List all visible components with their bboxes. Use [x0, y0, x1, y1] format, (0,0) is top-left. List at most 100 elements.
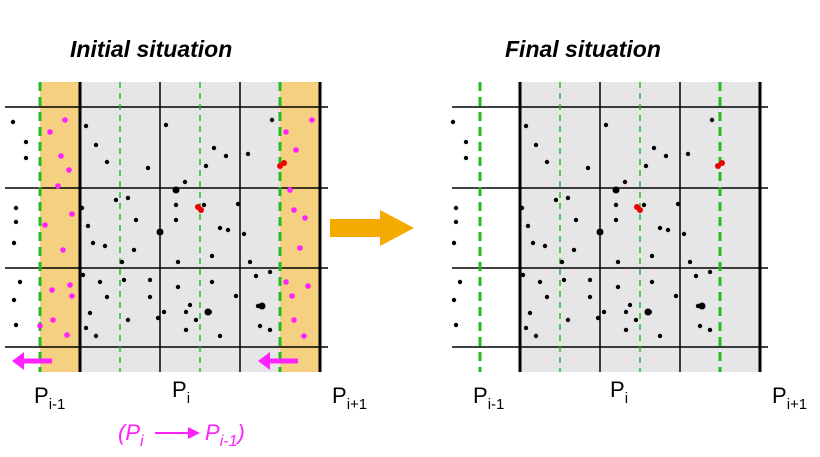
particle	[11, 297, 17, 303]
particle	[258, 302, 266, 310]
particle	[173, 202, 179, 208]
particle	[267, 327, 273, 333]
ghost-particle	[60, 247, 66, 253]
particle	[587, 294, 593, 300]
particle	[90, 240, 96, 246]
ghost-particle	[58, 153, 64, 159]
tracked-particle	[198, 207, 204, 213]
right-tracked-particles	[634, 160, 725, 213]
particle	[451, 240, 457, 246]
ghost-particle	[62, 117, 68, 123]
left-arrow-icon	[258, 352, 298, 370]
particle	[615, 259, 621, 265]
particle	[685, 151, 691, 157]
particle	[643, 163, 649, 169]
ghost-particle	[37, 323, 43, 329]
particle	[544, 294, 550, 300]
tracked-particle	[719, 160, 725, 166]
right-thin-dashes	[559, 82, 641, 372]
right-boundaries	[518, 82, 762, 372]
particle	[193, 317, 199, 323]
particle	[209, 253, 215, 259]
particle	[173, 217, 179, 223]
particle	[147, 294, 153, 300]
particle	[183, 327, 189, 333]
particle	[603, 122, 609, 128]
particle	[97, 279, 103, 285]
particle	[571, 247, 577, 253]
particle	[565, 317, 571, 323]
particle	[102, 243, 108, 249]
particle	[211, 145, 217, 151]
ghost-particle	[302, 215, 308, 221]
tracked-particle	[281, 160, 287, 166]
ghost-particle	[289, 293, 295, 299]
particle	[145, 165, 151, 171]
particle	[172, 186, 180, 194]
particle	[533, 142, 539, 148]
particle	[269, 117, 275, 123]
particle	[133, 217, 139, 223]
particle	[125, 195, 131, 201]
particle	[203, 163, 209, 169]
particle	[520, 272, 526, 278]
initial-situation-title: Initial situation	[70, 36, 233, 62]
particle	[201, 202, 207, 208]
right-arrow-icon	[330, 210, 414, 246]
particle	[453, 205, 459, 211]
particle	[523, 123, 529, 129]
particle	[613, 202, 619, 208]
particle	[233, 293, 239, 299]
particle	[147, 277, 153, 283]
ghost-particle	[50, 317, 56, 323]
particle	[93, 333, 99, 339]
particle	[217, 225, 223, 231]
particle	[155, 315, 161, 321]
particle	[104, 159, 110, 165]
particle	[673, 293, 679, 299]
particle	[257, 323, 263, 329]
ghost-particle	[305, 283, 311, 289]
ghost-particle	[69, 293, 75, 299]
left-ghost-particles	[37, 117, 315, 339]
particle	[707, 327, 713, 333]
left-thin-dashes	[119, 82, 201, 372]
right-particles	[450, 117, 715, 339]
ghost-particle	[293, 147, 299, 153]
right-grid	[452, 82, 768, 372]
particle	[633, 317, 639, 323]
particle	[183, 309, 189, 315]
particle	[225, 227, 231, 233]
left-tracked-particles	[195, 160, 287, 213]
particle	[523, 325, 529, 331]
particle	[457, 279, 463, 285]
particle	[544, 159, 550, 165]
particle	[10, 119, 16, 125]
particle	[644, 308, 652, 316]
particle	[698, 302, 706, 310]
particle	[119, 259, 125, 265]
particle	[697, 323, 703, 329]
ghost-particle	[64, 332, 70, 338]
particle	[79, 205, 85, 211]
particle	[83, 325, 89, 331]
particle	[209, 279, 215, 285]
ghost-particle	[49, 287, 55, 293]
svg-text:(Pi: (Pi	[118, 420, 144, 450]
ghost-particle	[42, 222, 48, 228]
particle	[693, 273, 699, 279]
particle	[13, 219, 19, 225]
particle	[675, 201, 681, 207]
particle	[519, 205, 525, 211]
left-particles	[10, 117, 275, 339]
ghost-particle	[301, 333, 307, 339]
particle	[17, 279, 23, 285]
ghost-particle	[291, 207, 297, 213]
ghost-particle	[309, 117, 315, 123]
right-halo-region	[280, 82, 320, 372]
tracked-particle	[637, 207, 643, 213]
ghost-particle	[69, 211, 75, 217]
particle	[87, 310, 93, 316]
particle	[187, 302, 193, 308]
left-boundaries	[78, 82, 322, 372]
